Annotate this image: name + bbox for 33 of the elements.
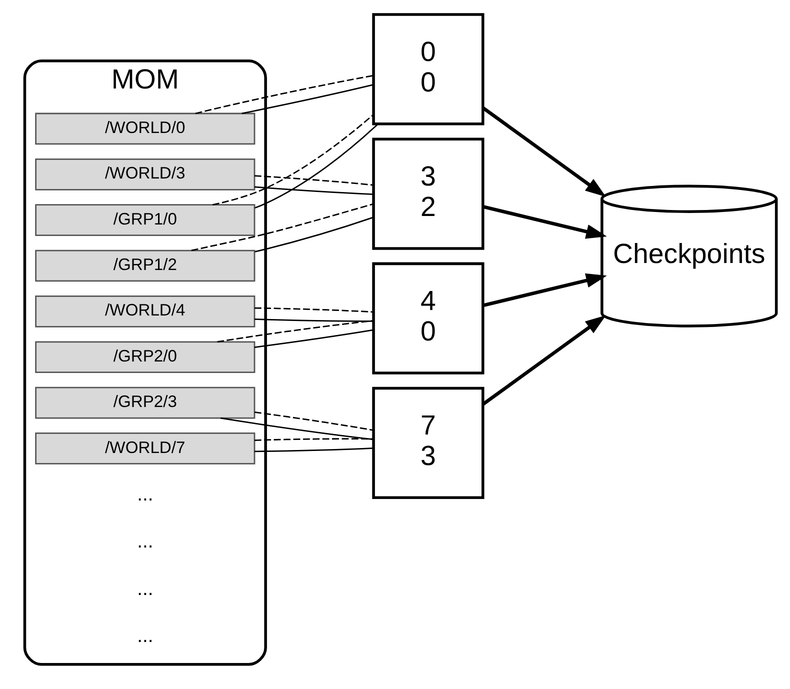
- label: ...: [137, 530, 154, 552]
- connector: [191, 202, 374, 251]
- node-box: /WORLD/7: [35, 432, 256, 464]
- arrow: [482, 204, 607, 238]
- node-box: 0 0: [372, 12, 484, 125]
- connector: [254, 174, 374, 186]
- connector: [254, 186, 374, 194]
- node-box: 7 3: [372, 386, 484, 498]
- node-box: /WORLD/0: [35, 112, 256, 144]
- label: ...: [137, 483, 154, 506]
- label: ...: [137, 624, 154, 646]
- arrow: [482, 106, 606, 196]
- arrow: [482, 314, 606, 406]
- node-box: /GRP1/0: [35, 204, 256, 236]
- connector: [254, 328, 374, 348]
- node-box: /WORLD/4: [35, 295, 256, 327]
- connector: [254, 306, 374, 312]
- connector: [254, 122, 378, 208]
- node-box: /GRP2/3: [35, 386, 256, 418]
- label: ...: [137, 577, 154, 600]
- connector: [254, 216, 374, 252]
- arrow: [482, 272, 607, 307]
- node-box: /WORLD/3: [35, 158, 256, 190]
- node-box: /GRP1/2: [35, 249, 256, 282]
- connector: [195, 74, 374, 114]
- node-box: 3 2: [372, 137, 484, 250]
- connector: [254, 318, 374, 322]
- connector: [242, 84, 374, 114]
- node-box: 4 0: [372, 262, 484, 374]
- node-box: /GRP2/0: [35, 340, 256, 373]
- connector: [254, 438, 374, 440]
- connector: [254, 446, 374, 452]
- connector: [254, 410, 374, 430]
